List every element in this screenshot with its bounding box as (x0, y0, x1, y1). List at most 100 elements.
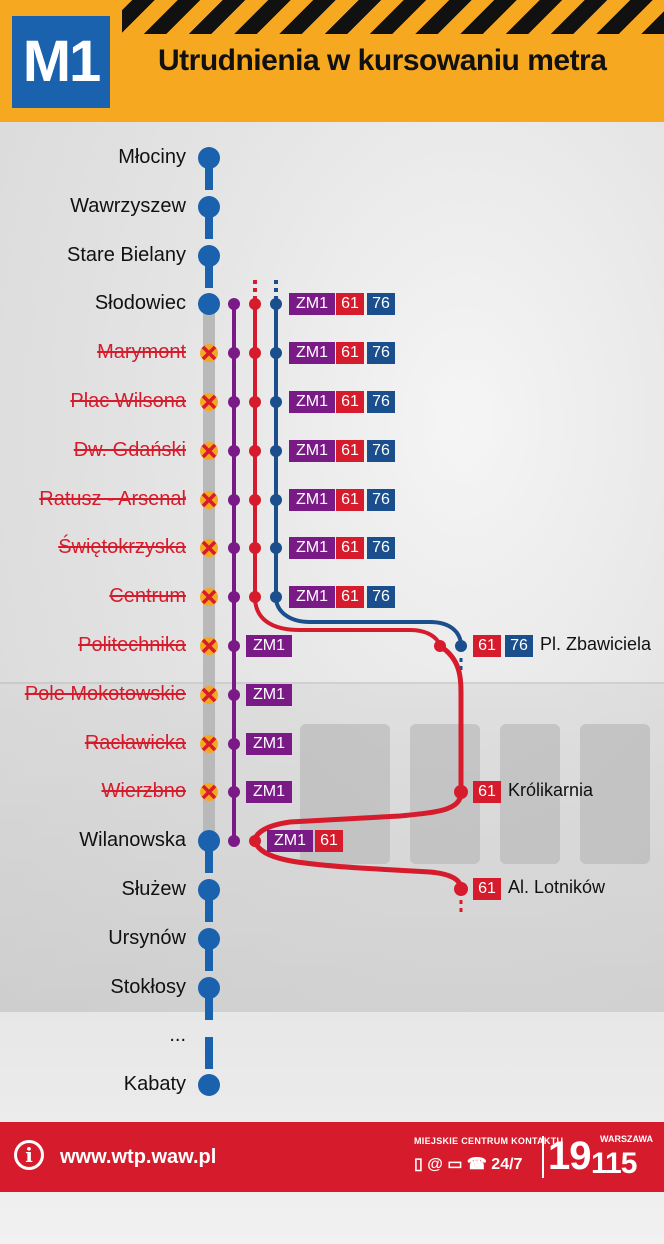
route-map (198, 147, 468, 1096)
al-lotnikow-dot (454, 882, 468, 896)
closed-x-icon (201, 540, 217, 556)
zm1-stop-dot (228, 298, 240, 310)
zm1-stop-dot (228, 640, 240, 652)
pl-zbawiciela-76-badge: 76 (505, 635, 533, 657)
contact-center-label: MIEJSKIE CENTRUM KONTAKTU (414, 1136, 564, 1146)
zm1-badge: ZM1 (246, 733, 292, 755)
zm1-stop-dot (228, 591, 240, 603)
zm1-stop-dot (228, 494, 240, 506)
closed-segment (203, 305, 215, 841)
route-61-badge: 61 (336, 342, 364, 364)
station-label: Stare Bielany (67, 244, 186, 266)
zm1-badge: ZM1 (289, 391, 335, 413)
route-61-stop-dot (249, 591, 261, 603)
al-lotnikow-label: Al. Lotników (508, 877, 606, 897)
closed-x-icon (201, 638, 217, 654)
zm1-badge: ZM1 (289, 537, 335, 559)
footer-bar: i www.wtp.waw.pl MIEJSKIE CENTRUM KONTAK… (0, 1122, 664, 1192)
route-76-stop-dot (270, 494, 282, 506)
station-label: Świętokrzyska (58, 536, 186, 558)
route-61-stop-dot (249, 347, 261, 359)
route-76-badge: 76 (367, 342, 395, 364)
closed-x-icon (201, 784, 217, 800)
station-dot (198, 293, 220, 315)
station-dot (198, 928, 220, 950)
footer-divider (542, 1136, 544, 1178)
station-label: Wierzbno (101, 780, 186, 802)
pl-zbawiciela-76-dot (455, 640, 467, 652)
zm1-stop-dot (228, 347, 240, 359)
zm1-badge: ZM1 (289, 342, 335, 364)
route-76-stop-dot (270, 445, 282, 457)
zm1-badge: ZM1 (289, 293, 335, 315)
route-61-stop-dot (249, 445, 261, 457)
station-label: Stokłosy (110, 976, 186, 998)
station-label: Pole Mokotowskie (24, 683, 186, 705)
route-61-stop-dot (249, 494, 261, 506)
closed-x-icon (201, 736, 217, 752)
krolikarnia-label: Królikarnia (508, 780, 594, 800)
zm1-stop-dot (228, 835, 240, 847)
route-61-badge: 61 (336, 391, 364, 413)
station-label: Marymont (97, 341, 186, 363)
contact-channels: ▯ @ ▭ ☎ 24/7 (414, 1154, 522, 1174)
route-61-badge: 61 (336, 293, 364, 315)
zm1-badge: ZM1 (289, 586, 335, 608)
route-61-stop-dot (249, 298, 261, 310)
station-label: ... (169, 1024, 186, 1046)
station-label: Ratusz - Arsenał (39, 488, 186, 510)
website-link[interactable]: www.wtp.waw.pl (60, 1146, 217, 1168)
zm1-stop-dot (228, 786, 240, 798)
phone-icon: ▯ (414, 1156, 423, 1173)
closed-x-icon (201, 687, 217, 703)
warning-stripes (122, 0, 664, 34)
station-label: Kabaty (123, 1073, 186, 1095)
station-dot (198, 879, 220, 901)
telephone-icon: ☎ (466, 1156, 487, 1173)
station-label: Młociny (118, 146, 186, 168)
closed-x-icon (201, 443, 217, 459)
route-76-stop-dot (270, 542, 282, 554)
line-badge: M1 (12, 16, 110, 108)
closed-x-icon (201, 345, 217, 361)
route-61-badge: 61 (336, 440, 364, 462)
zm1-stop-dot (228, 689, 240, 701)
zm1-badge: ZM1 (267, 830, 313, 852)
station-dot (198, 1074, 220, 1096)
closed-x-icon (201, 394, 217, 410)
route-76-badge: 76 (367, 489, 395, 511)
zm1-badge: ZM1 (246, 635, 292, 657)
zm1-badge: ZM1 (289, 440, 335, 462)
route-76-badge: 76 (367, 293, 395, 315)
zm1-stop-dot (228, 445, 240, 457)
route-76-stop-dot (270, 591, 282, 603)
zm1-stop-dot (228, 542, 240, 554)
station-label: Dw. Gdański (73, 439, 186, 461)
info-icon[interactable]: i (14, 1140, 44, 1170)
route-76-badge: 76 (367, 440, 395, 462)
route-61-stop-dot (249, 542, 261, 554)
zm1-stop-dot (228, 396, 240, 408)
zm1-stop-dot (228, 738, 240, 750)
krolikarnia-61-badge: 61 (473, 781, 501, 803)
route-76-stop-dot (270, 347, 282, 359)
closed-x-icon (201, 492, 217, 508)
al-lotnikow-61-badge: 61 (473, 878, 501, 900)
at-icon: @ (427, 1156, 443, 1173)
station-label: Racławicka (84, 732, 186, 754)
station-label: Plac Wilsona (70, 390, 186, 412)
route-76-stop-dot (270, 396, 282, 408)
route-61-badge: 61 (336, 586, 364, 608)
station-dot (198, 196, 220, 218)
phone-suffix: 115 (591, 1147, 637, 1180)
route-76-stop-dot (270, 298, 282, 310)
closed-x-icon (201, 589, 217, 605)
station-dot (198, 245, 220, 267)
station-label: Słodowiec (94, 292, 186, 314)
page-title: Utrudnienia w kursowaniu metra (158, 44, 607, 77)
city-label: WARSZAWA (600, 1134, 653, 1144)
route-76-line (274, 280, 463, 670)
route-61-badge: 61 (315, 830, 343, 852)
zm1-badge: ZM1 (246, 781, 292, 803)
route-61-line (252, 280, 464, 912)
